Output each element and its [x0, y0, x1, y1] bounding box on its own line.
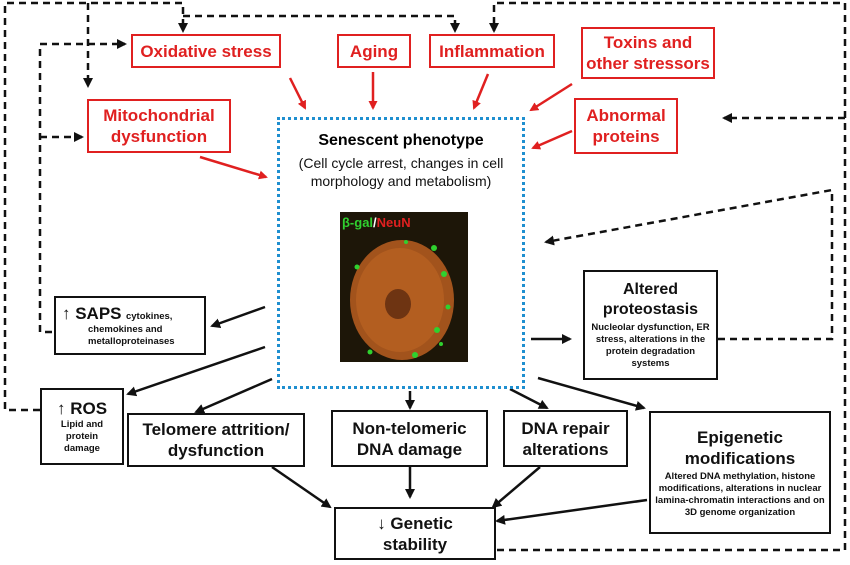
arrow-mitochondrial [199, 155, 268, 180]
abnormal-proteins-box: Abnormal proteins [574, 98, 678, 154]
dna-repair-box: DNA repair alterations [503, 410, 628, 467]
senescent-phenotype-title: Senescent phenotype [318, 132, 484, 149]
feedback-saps-loop [38, 39, 127, 334]
aging-label: Aging [349, 41, 399, 61]
oxidative-stress-box: Oxidative stress [131, 34, 281, 68]
genetic-stability-title: ↓ Genetic stability [377, 513, 453, 554]
ros-box: ↑ ROS Lipid and protein damage [40, 388, 124, 465]
arrow-epigenetic-to-stability [495, 498, 648, 525]
saps-detail: chemokines and metalloproteinases [88, 324, 175, 347]
feedback-proteostasis-loop [544, 188, 834, 341]
feedback-ros-loop [3, 1, 188, 412]
senescent-phenotype-box: Senescent phenotype (Cell cycle arrest, … [277, 117, 525, 389]
oxidative-stress-label: Oxidative stress [140, 41, 272, 61]
ros-detail: Lipid and protein damage [60, 419, 104, 454]
neun-label: NeuN [376, 215, 411, 230]
label-separator: / [373, 215, 377, 230]
proteostasis-detail: Nucleolar dysfunction, ER stress, altera… [591, 322, 710, 369]
altered-proteostasis-box: Altered proteostasis Nucleolar dysfuncti… [583, 270, 718, 380]
proteostasis-title: Altered proteostasis [602, 281, 699, 318]
abnormal-proteins-label: Abnormal proteins [586, 106, 666, 146]
arrow-to-ros [126, 345, 266, 397]
arrow-telomere-to-stability [271, 465, 332, 509]
arrow-oxidative [288, 77, 307, 110]
arrow-to-telomere [194, 377, 273, 414]
telomere-box: Telomere attrition/ dysfunction [127, 413, 305, 467]
mitochondrial-dysfunction-box: Mitochondrial dysfunction [87, 99, 231, 153]
ros-title: ↑ ROS [56, 399, 108, 418]
saps-title: ↑ SAPS [62, 304, 122, 323]
epigenetic-title: Epigenetic modifications [684, 427, 796, 468]
toxins-label: Toxins and other stressors [586, 33, 710, 73]
aging-box: Aging [337, 34, 411, 68]
toxins-box: Toxins and other stressors [581, 27, 715, 79]
arrow-inflammation [472, 73, 490, 110]
arrow-dnarepair-to-stability [491, 466, 541, 509]
arrow-to-saps [210, 305, 266, 329]
micrograph-drawing [350, 240, 454, 360]
micrograph-image: β-gal/NeuN [340, 212, 468, 362]
inflammation-label: Inflammation [439, 41, 545, 61]
saps-detail-inline: cytokines, [125, 311, 173, 322]
epigenetic-box: Epigenetic modifications Altered DNA met… [649, 411, 831, 534]
dna-repair-title: DNA repair alterations [521, 418, 610, 459]
bgal-label: β-gal [342, 215, 374, 230]
senescent-phenotype-subtitle: (Cell cycle arrest, changes in cell morp… [298, 155, 504, 189]
genetic-stability-box: ↓ Genetic stability [334, 507, 496, 560]
epigenetic-detail: Altered DNA methylation, histone modific… [655, 470, 825, 518]
feedback-ros-to-inflammation [183, 14, 460, 33]
saps-box: ↑ SAPS cytokines, chemokines and metallo… [54, 296, 206, 355]
arrow-abnormal [531, 129, 573, 150]
non-telomeric-box: Non-telomeric DNA damage [331, 410, 488, 467]
arrow-toxins [529, 82, 573, 112]
feedback-stability-loop [489, 1, 847, 552]
telomere-title: Telomere attrition/ dysfunction [142, 420, 290, 460]
arrow-to-dnarepair [509, 387, 549, 410]
mitochondrial-dysfunction-label: Mitochondrial dysfunction [103, 106, 215, 146]
micrograph-label: β-gal/NeuN [342, 215, 411, 230]
arrow-to-epigenetic [537, 376, 646, 411]
non-telomeric-title: Non-telomeric DNA damage [352, 418, 467, 459]
inflammation-box: Inflammation [429, 34, 555, 68]
